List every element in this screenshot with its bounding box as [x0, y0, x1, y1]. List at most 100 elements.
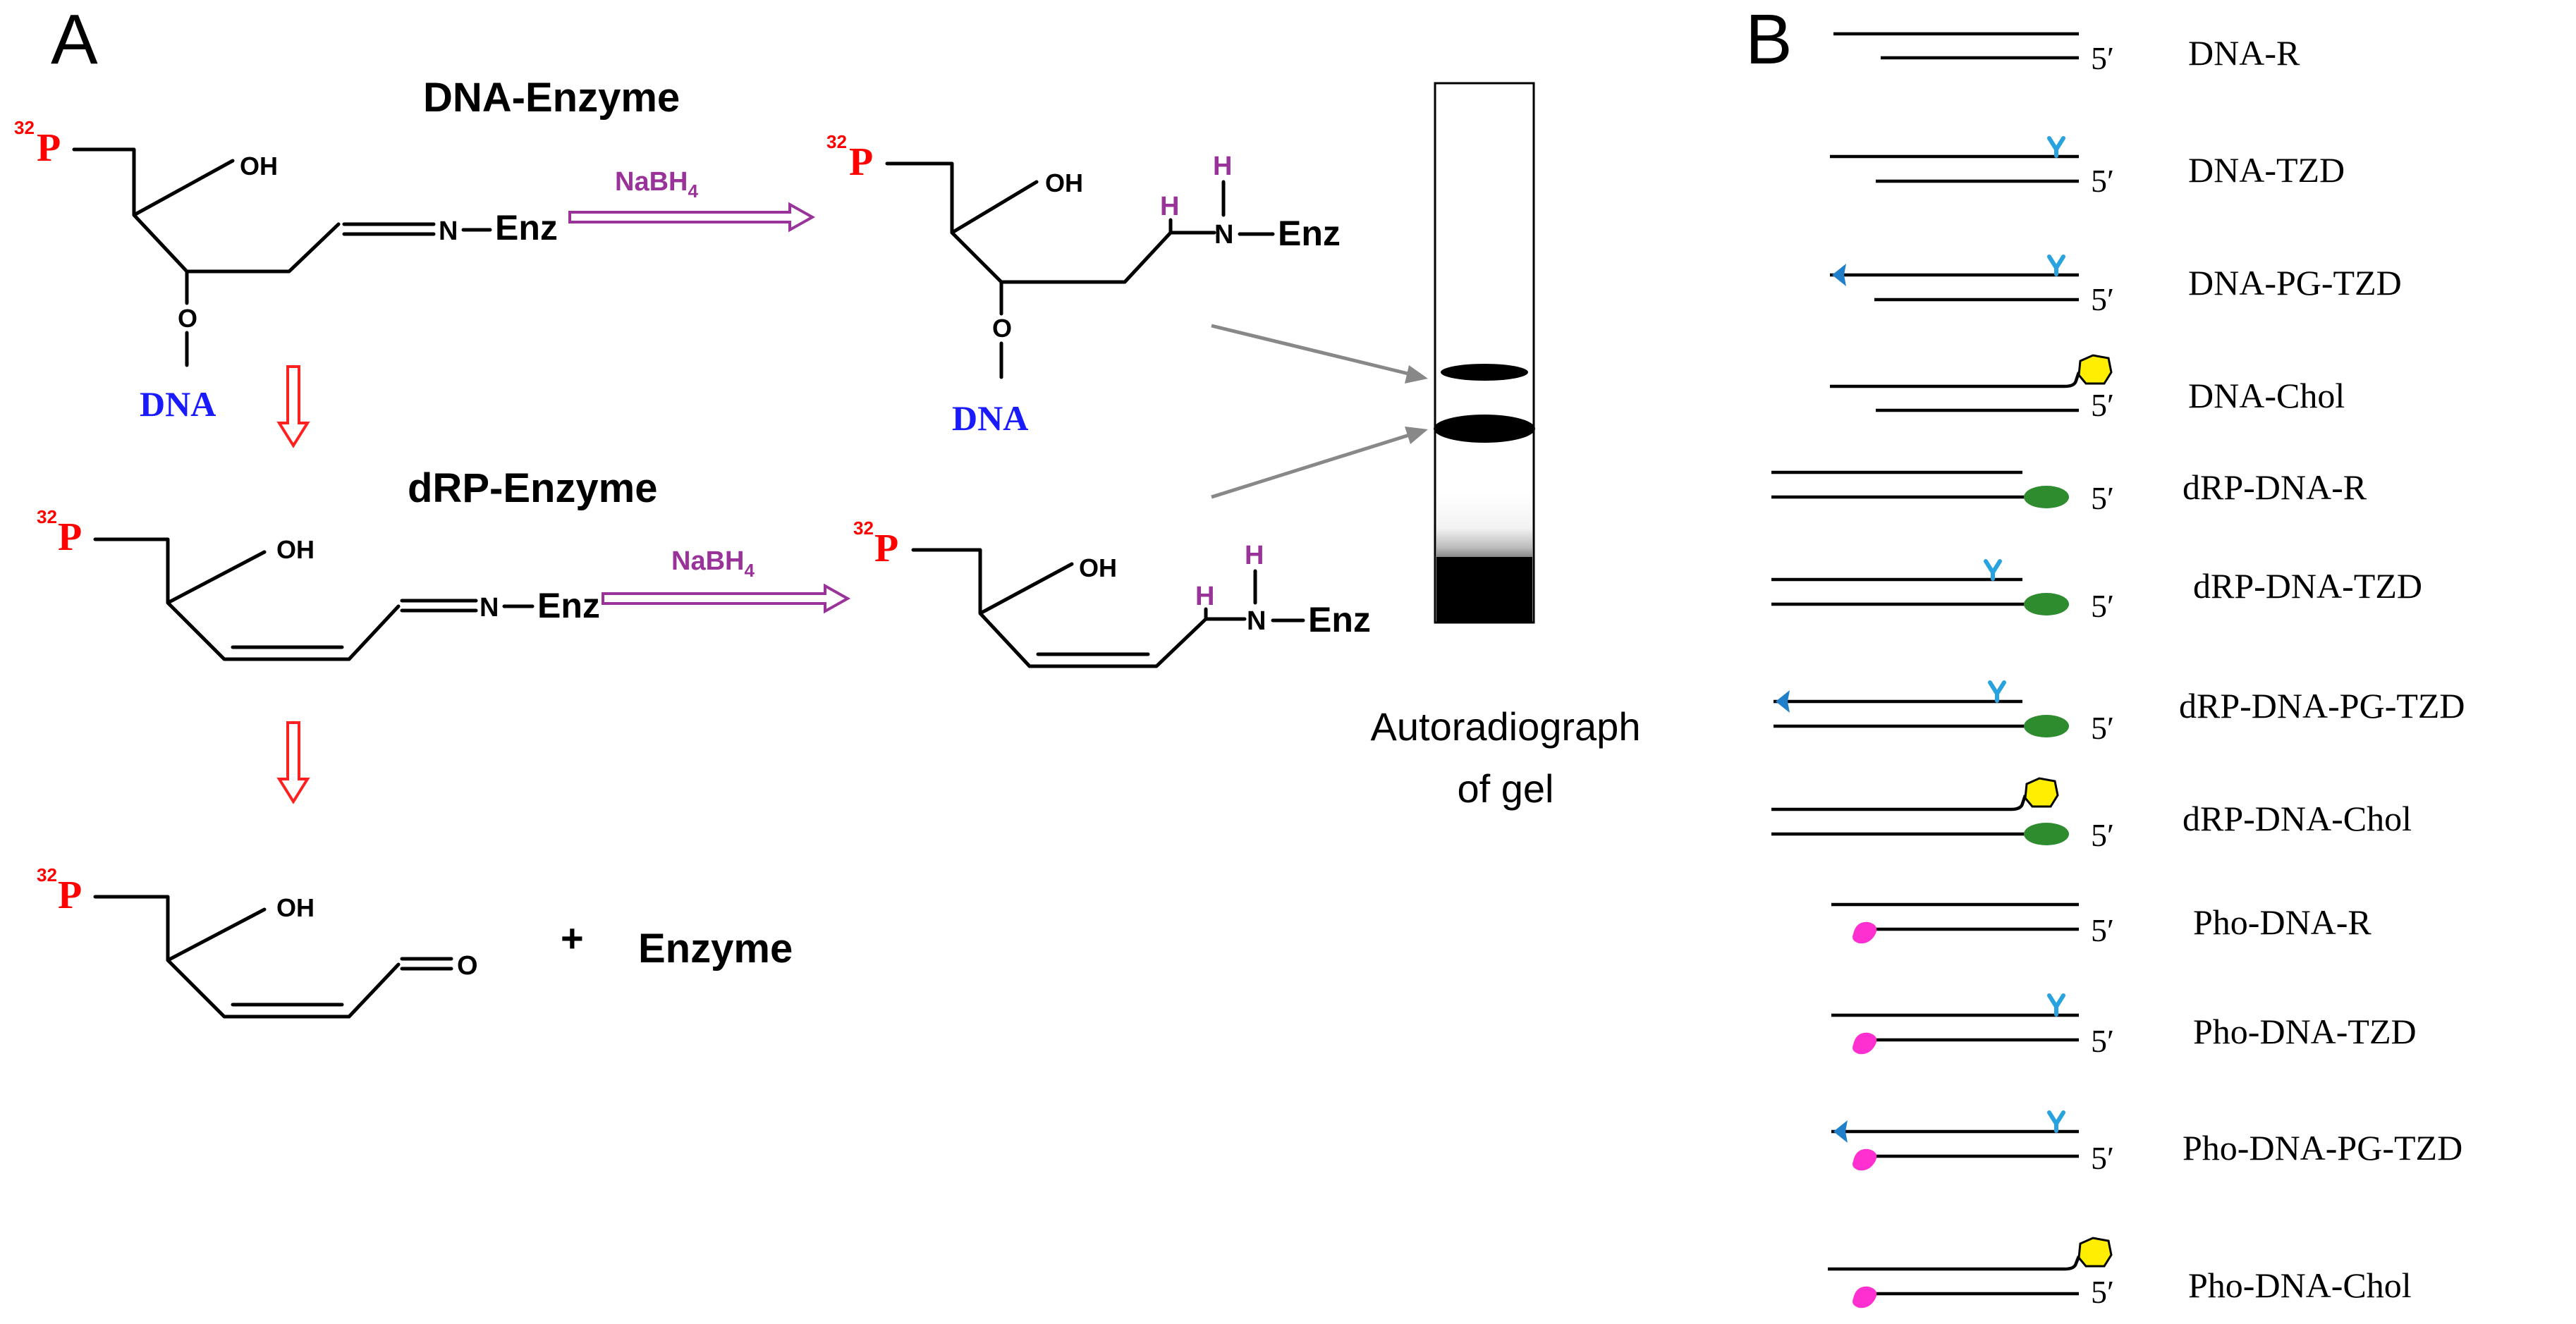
cholesterol-icon [2024, 777, 2059, 808]
construct-row: 5′ Pho-DNA-Chol [1828, 1237, 2412, 1310]
hydroxyl-label: OH [1079, 553, 1117, 582]
construct-row: 5′ dRP-DNA-PG-TZD [1774, 680, 2465, 746]
phosphate-icon [1852, 1032, 1877, 1055]
gel-band-upper [1441, 364, 1528, 381]
five-prime-label: 5′ [2091, 281, 2114, 317]
tzd-icon [2047, 136, 2065, 158]
phosphate-icon [1852, 1148, 1877, 1171]
nitrogen-label: N [1214, 220, 1233, 250]
enz-label: Enz [1308, 600, 1371, 639]
phosphorus-32: P [874, 527, 898, 570]
construct-row: 5′ DNA-PG-TZD [1830, 255, 2402, 317]
tzd-icon [1984, 559, 2002, 581]
five-prime-label: 5′ [2091, 480, 2114, 516]
nabh4-label: NaBH4 [615, 167, 698, 202]
aldehyde-oxygen-label: O [457, 951, 478, 981]
structure-reduced-dna-enzyme: 32 P OH H H N Enz O DNA [826, 131, 1341, 438]
five-prime-label: 5′ [2091, 710, 2114, 746]
phosphorus-32: P [58, 515, 82, 559]
construct-name: DNA-TZD [2188, 150, 2345, 190]
phosphorus-32: P [58, 874, 82, 917]
five-prime-label: 5′ [2091, 40, 2114, 76]
hydroxyl-label: OH [1045, 168, 1083, 197]
oxygen-label: O [992, 314, 1012, 343]
phosphorus-32: P [849, 140, 873, 184]
nitrogen-label: N [1247, 606, 1266, 636]
five-prime-label: 5′ [2091, 387, 2114, 423]
gel-pointer-arrows [1211, 324, 1428, 499]
drp-icon [2024, 715, 2069, 737]
construct-name: Pho-DNA-Chol [2188, 1265, 2412, 1305]
structure-drp-enzyme: 32 P OH N Enz [37, 506, 600, 661]
enzyme-label: Enzyme [638, 926, 793, 971]
enz-label: Enz [1278, 214, 1341, 253]
five-prime-label: 5′ [2091, 1023, 2114, 1059]
five-prime-label: 5′ [2091, 588, 2114, 624]
red-arrow-down [276, 365, 310, 448]
gel-band-lower [1434, 415, 1535, 443]
gel-caption-line1: Autoradiograph [1371, 704, 1641, 749]
nabh4-arrow-top: NaBH4 [568, 167, 816, 233]
cholesterol-icon [2077, 354, 2113, 385]
title-drp-enzyme: dRP-Enzyme [408, 465, 658, 511]
p32-superscript: 32 [14, 117, 35, 138]
pg-icon [1776, 690, 1790, 713]
five-prime-label: 5′ [2091, 1140, 2114, 1176]
construct-name: Pho-DNA-PG-TZD [2183, 1128, 2462, 1167]
construct-row: 5′ dRP-DNA-Chol [1771, 777, 2412, 853]
construct-row: 5′ DNA-R [1833, 32, 2300, 76]
structure-dna-enzyme: 32 P OH N Enz O DNA [14, 117, 558, 424]
construct-row: 5′ Pho-DNA-TZD [1831, 993, 2417, 1059]
nitrogen-label: N [480, 593, 499, 623]
tzd-icon [2047, 255, 2065, 276]
construct-name: dRP-DNA-R [2183, 467, 2367, 507]
p32-superscript: 32 [853, 517, 874, 539]
drp-icon [2024, 486, 2069, 508]
construct-name: Pho-DNA-R [2193, 902, 2371, 942]
five-prime-label: 5′ [2091, 912, 2114, 948]
dna-label: DNA [140, 384, 216, 424]
p32-superscript: 32 [826, 131, 847, 152]
construct-name: dRP-DNA-TZD [2193, 566, 2422, 606]
construct-name: DNA-Chol [2188, 376, 2345, 415]
dna-label: DNA [952, 398, 1028, 438]
panel-b-label: B [1745, 0, 1793, 79]
gel-autoradiograph [1434, 82, 1535, 624]
hydroxyl-label: OH [276, 893, 315, 922]
construct-name: DNA-PG-TZD [2188, 263, 2402, 302]
title-dna-enzyme: DNA-Enzyme [423, 75, 680, 121]
panel-a-label: A [51, 0, 98, 79]
enz-label: Enz [495, 208, 558, 247]
structure-drp-aldehyde: 32 P OH O [37, 864, 478, 1019]
construct-name: DNA-R [2188, 33, 2300, 73]
phosphorus-32: P [37, 126, 61, 170]
hydroxyl-label: OH [276, 535, 315, 564]
construct-row: 5′ dRP-DNA-R [1771, 467, 2367, 516]
construct-name: Pho-DNA-TZD [2193, 1012, 2417, 1051]
p32-superscript: 32 [37, 506, 57, 527]
construct-name: dRP-DNA-Chol [2183, 799, 2412, 838]
nabh4-label: NaBH4 [671, 546, 755, 581]
hydroxyl-label: OH [240, 152, 278, 180]
plus-sign: + [561, 916, 584, 960]
oxygen-label: O [178, 304, 197, 333]
hydrogen-label: H [1245, 541, 1264, 570]
tzd-icon [2047, 993, 2065, 1017]
tzd-icon [2047, 1110, 2065, 1133]
gel-caption-line2: of gel [1458, 766, 1554, 811]
five-prime-label: 5′ [2091, 163, 2114, 199]
construct-name: dRP-DNA-PG-TZD [2179, 686, 2465, 725]
red-arrow-down [276, 721, 310, 804]
construct-row: 5′ DNA-TZD [1830, 136, 2345, 199]
construct-row: 5′ DNA-Chol [1830, 354, 2345, 423]
nabh4-arrow-middle: NaBH4 [602, 546, 851, 614]
construct-row: 5′ Pho-DNA-R [1831, 902, 2371, 948]
drp-icon [2024, 823, 2069, 845]
pg-icon [1833, 1120, 1848, 1143]
hydrogen-label: H [1195, 582, 1214, 611]
hydrogen-label: H [1160, 192, 1179, 221]
construct-row: 5′ dRP-DNA-TZD [1771, 559, 2422, 624]
nitrogen-label: N [439, 216, 458, 246]
cholesterol-icon [2077, 1237, 2113, 1268]
